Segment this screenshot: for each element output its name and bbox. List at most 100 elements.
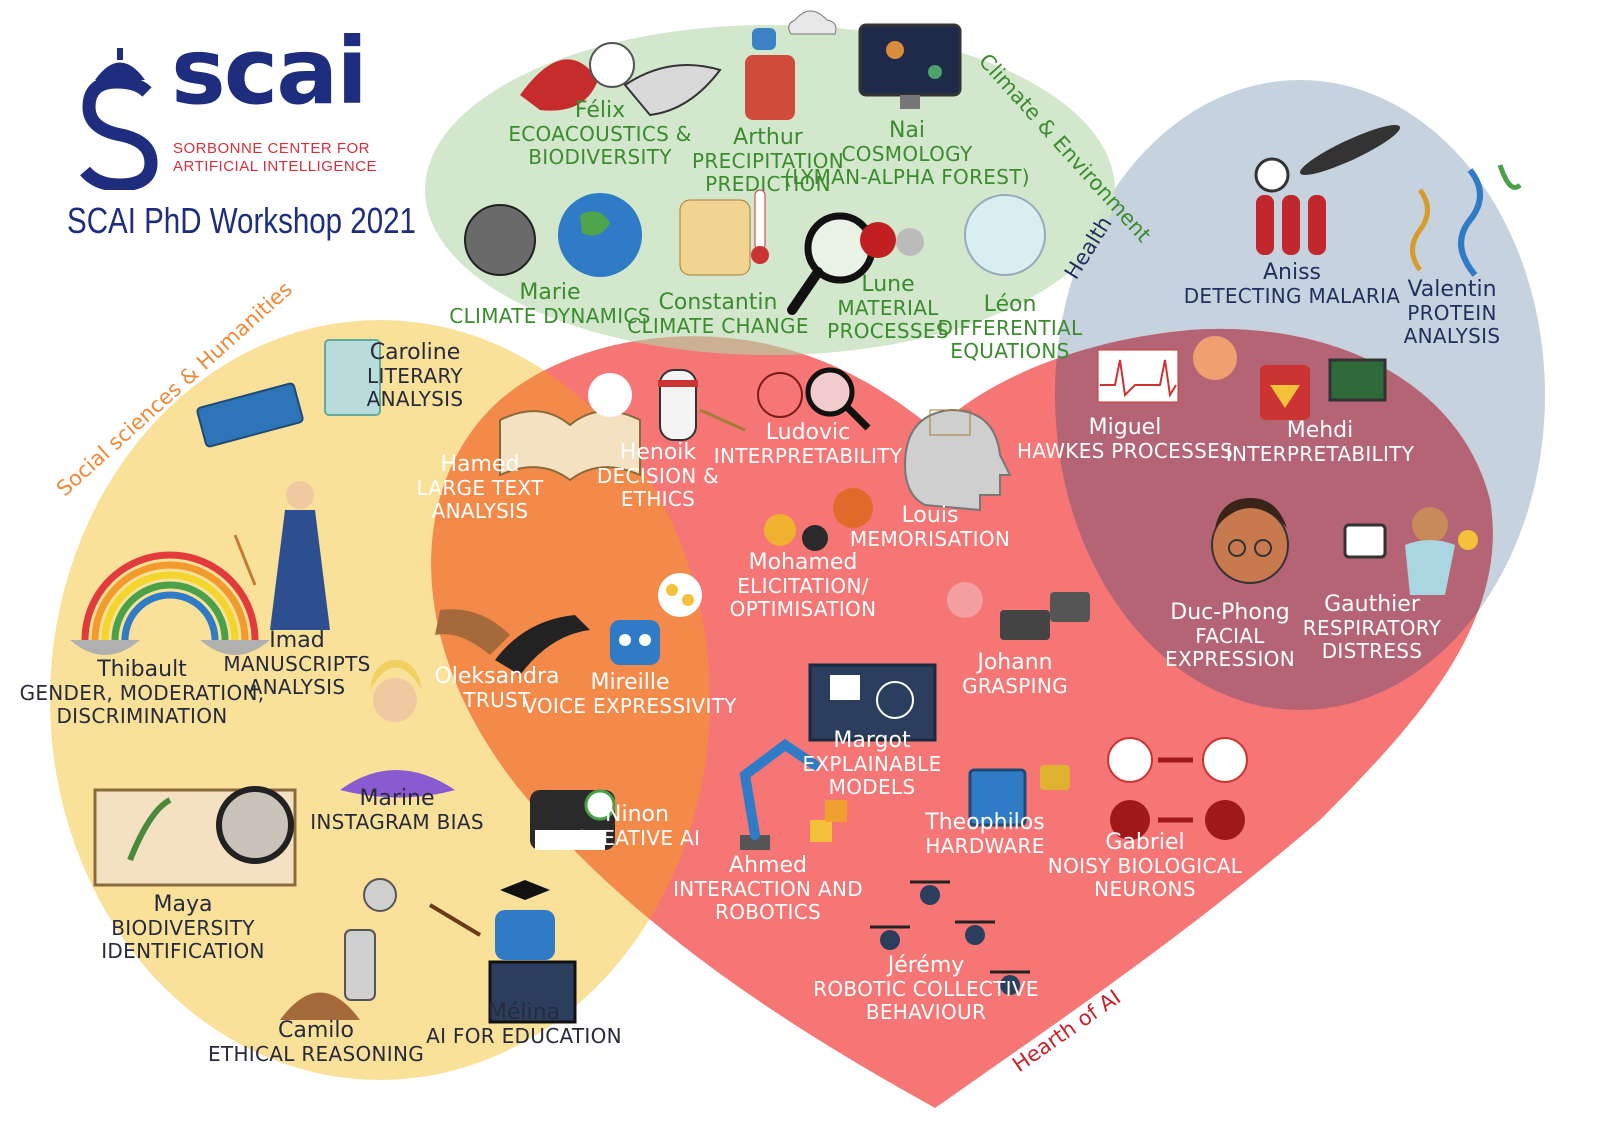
researcher-name: Louis: [901, 503, 959, 528]
research-topic-line: ETHICAL REASONING: [207, 1042, 425, 1067]
research-topic-line: ANALYSIS: [431, 499, 529, 524]
research-topic-line: AI FOR EDUCATION: [426, 1024, 622, 1049]
research-topic-line: GRASPING: [962, 674, 1068, 699]
patient-monitor-icon: [1343, 507, 1478, 595]
workshop-title: SCAI PhD Workshop 2021: [67, 200, 416, 241]
research-topic-line: PREDICTION: [705, 172, 831, 197]
sorbonne-dome-icon: [80, 48, 158, 190]
research-topic-line: CLIMATE CHANGE: [627, 314, 809, 339]
robot-hand-flower-icon: [947, 582, 1090, 640]
research-topic-line: CREATIVE AI: [573, 826, 701, 851]
mosquito-tubes-icon: [1254, 125, 1401, 255]
researcher-name: Miguel: [1088, 415, 1162, 440]
research-topic-line: LITERARY: [367, 364, 463, 389]
research-topic-line: ELICITATION/: [737, 574, 869, 599]
research-topic-line: PROTEIN: [1407, 301, 1497, 326]
research-topic-line: CLIMATE DYNAMICS: [449, 304, 651, 329]
rain-robot-icon: [745, 10, 837, 120]
researcher-name: Mehdi: [1286, 418, 1354, 443]
research-topic-line: (LYMAN-ALPHA FOREST): [784, 165, 1030, 190]
research-topic-line: BEHAVIOUR: [865, 1000, 987, 1025]
research-topic-line: HARDWARE: [925, 834, 1045, 859]
research-topic-line: MATERIAL: [837, 296, 939, 321]
research-topic-line: DIFFERENTIAL: [937, 316, 1083, 341]
robot-board-icon: [1260, 358, 1387, 420]
logo-subtitle-line2: ARTIFICIAL INTELLIGENCE: [173, 158, 378, 175]
gears-icon: [764, 488, 873, 551]
birds-icon: [520, 42, 722, 117]
skeleton-robot-icon: [280, 878, 397, 1020]
glass-sphere-icon: [964, 194, 1046, 276]
research-topic-line: EXPLAINABLE: [802, 752, 942, 777]
research-topic-line: COSMOLOGY: [841, 142, 973, 167]
research-topic-line: MODELS: [828, 775, 916, 800]
music-robot-icon: [530, 789, 616, 850]
researcher-name: Imad: [269, 628, 325, 653]
drones-icon: [870, 880, 1030, 995]
research-topic-line: ANALYSIS: [366, 387, 464, 412]
robot-emoji-icon: [610, 573, 702, 665]
researcher-name: Thibault: [97, 657, 187, 682]
researcher-name: Aniss: [1262, 260, 1322, 285]
researcher-name: Gabriel: [1105, 830, 1185, 855]
research-topic-line: DISCRIMINATION: [56, 704, 228, 729]
research-topic-line: RESPIRATORY: [1302, 616, 1442, 641]
logo-subtitle-line1: SORBONNE CENTER FOR: [173, 140, 371, 157]
chip-lock-icon: [968, 765, 1070, 827]
meditation-icon: [340, 660, 455, 798]
pixel-earth-icon: [464, 193, 642, 277]
logo-wordmark: scai: [171, 18, 368, 125]
map-thermometer-icon: [679, 189, 769, 276]
researcher-name: Duc-Phong: [1170, 600, 1290, 625]
research-topic-line: DISTRESS: [1321, 639, 1423, 664]
research-topic-line: INTERPRETABILITY: [1225, 442, 1415, 467]
researcher-name: Margot: [833, 728, 911, 753]
research-topic-line: ANALYSIS: [1403, 324, 1501, 349]
researcher-name: Theophilos: [925, 810, 1045, 835]
researcher-name: Félix: [574, 98, 626, 123]
researcher-name: Mélina: [487, 1000, 561, 1025]
researcher-name: Constantin: [658, 290, 778, 315]
neuron-dots-icon: [1107, 737, 1248, 840]
researcher-name: Marine: [359, 786, 435, 811]
robot-arm-icon: [739, 738, 847, 850]
researcher-name: Mohamed: [748, 550, 858, 575]
signal-brain-icon: [1097, 336, 1237, 403]
research-topic-line: INTERACTION AND: [673, 877, 863, 902]
researcher-name: Oleksandra: [434, 664, 560, 689]
researcher-name: Camilo: [278, 1018, 354, 1043]
protein-strands-icon: [1410, 164, 1522, 277]
researcher-name: Ahmed: [729, 853, 807, 878]
researcher-name: Ninon: [605, 802, 669, 827]
researcher-name: Maya: [153, 892, 213, 917]
book-map-icon: [196, 339, 381, 448]
research-topic-line: PROCESSES: [827, 319, 949, 344]
researcher-name: Léon: [983, 292, 1037, 317]
research-topic-line: PRECIPITATION: [692, 149, 844, 174]
research-topic-line: ETHICS: [620, 487, 696, 512]
